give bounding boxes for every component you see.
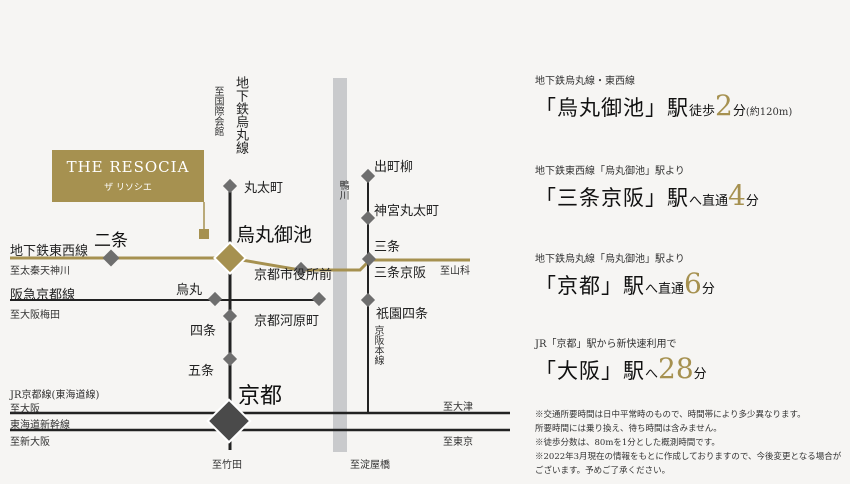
info-mode: 徒歩: [689, 104, 716, 119]
station-marutamachi: [222, 178, 238, 194]
notes: ※交通所要時間は日中平常時のもので、時間帯により多少異なります。 所要時間には乗…: [535, 408, 845, 478]
info-minutes: 4: [728, 179, 746, 212]
dir-osaka-umeda: 至大阪梅田: [10, 310, 60, 321]
dir-kokusai-kaikan: 至国際会館: [212, 86, 223, 136]
label-kawaramachi: 京都河原町: [254, 314, 320, 329]
info-mode: へ直通: [689, 194, 729, 209]
note-line: 所要時間には乗り換え、待ち時間は含みません。: [535, 424, 722, 434]
label-shijo: 四条: [190, 324, 217, 339]
label-kyoto: 京都: [238, 384, 283, 409]
dir-tenjingawa: 至太秦天神川: [10, 266, 70, 277]
info-block-1: 地下鉄烏丸線・東西線 「烏丸御池」駅徒歩2分(約120m): [535, 72, 845, 162]
label-demachiyanagi: 出町柳: [374, 160, 414, 175]
label-karasuma: 烏丸: [176, 283, 203, 298]
logo-kana: ザ リソシエ: [104, 183, 152, 193]
info-mode: へ: [645, 367, 659, 382]
logo-name: THE RESOCIA: [66, 158, 190, 176]
label-jingu-marutamachi: 神宮丸太町: [374, 204, 440, 219]
line-shinkansen-label: 東海道新幹線: [10, 420, 70, 431]
station-shiyakusho: [293, 261, 309, 277]
property-logo: THE RESOCIA ザ リソシエ: [52, 150, 204, 202]
info-head: JR「京都」駅から新快速利用で: [535, 339, 677, 350]
info-minutes: 2: [715, 89, 733, 122]
dir-takeda: 至竹田: [212, 460, 242, 471]
info-extra: (約120m): [745, 107, 793, 118]
info-station: 「烏丸御池」駅: [535, 96, 689, 120]
access-info: 地下鉄烏丸線・東西線 「烏丸御池」駅徒歩2分(約120m) 地下鉄東西線「烏丸御…: [535, 72, 845, 405]
kamogawa-river: [333, 78, 347, 452]
label-shiyakusho: 京都市役所前: [254, 268, 333, 283]
station-jingu-marutamachi: [360, 210, 376, 226]
property-marker: [199, 229, 209, 239]
label-marutamachi: 丸太町: [244, 181, 284, 196]
note-line: ※徒歩分数は、80mを1分とした概測時間です。: [535, 438, 720, 448]
label-nijo: 二条: [94, 231, 128, 251]
info-station: 「大阪」駅: [535, 359, 645, 383]
dir-tokyo: 至東京: [443, 437, 473, 448]
info-head: 地下鉄東西線「烏丸御池」駅より: [535, 166, 685, 177]
station-demachiyanagi: [360, 168, 376, 184]
line-tozai-label: 地下鉄東西線: [10, 244, 89, 259]
info-unit: 分: [732, 104, 746, 119]
dir-shin-osaka: 至新大阪: [10, 437, 50, 448]
station-kawaramachi: [311, 291, 327, 307]
station-karasuma-oike: [213, 241, 247, 275]
info-minutes: 6: [684, 267, 702, 300]
info-station: 「三条京阪」駅: [535, 186, 689, 210]
station-gojo: [222, 351, 238, 367]
station-nijo: [102, 249, 120, 267]
info-head: 地下鉄烏丸線「烏丸御池」駅より: [535, 254, 685, 265]
info-block-3: 地下鉄烏丸線「烏丸御池」駅より 「京都」駅へ直通6分: [535, 250, 845, 335]
info-block-2: 地下鉄東西線「烏丸御池」駅より 「三条京阪」駅へ直通4分: [535, 162, 845, 250]
dir-otsu: 至大津: [443, 402, 473, 413]
station-sanjo: [361, 251, 377, 267]
line-hankyu-label: 阪急京都線: [10, 288, 76, 303]
note-line: ※2022年3月現在の情報をもとに作成しておりますので、今後変更となる場合がござ…: [535, 452, 842, 476]
route-map: [10, 78, 510, 452]
label-karasuma-oike: 烏丸御池: [236, 224, 313, 246]
info-mode: へ直通: [645, 282, 685, 297]
label-sanjo-keihan: 三条京阪: [374, 266, 427, 281]
station-gion-shijo: [360, 292, 376, 308]
note-line: ※交通所要時間は日中平常時のもので、時間帯により多少異なります。: [535, 410, 806, 420]
info-unit: 分: [745, 194, 759, 209]
kamogawa-label: 鴨川: [337, 180, 348, 200]
label-gojo: 五条: [188, 364, 215, 379]
info-block-4: JR「京都」駅から新快速利用で 「大阪」駅へ28分: [535, 335, 845, 405]
station-karasuma: [207, 291, 223, 307]
line-keihan-label: 京阪本線: [372, 325, 383, 365]
dir-osaka: 至大阪: [10, 404, 40, 415]
info-unit: 分: [693, 367, 707, 382]
station-kyoto: [206, 398, 252, 444]
info-unit: 分: [701, 282, 715, 297]
info-station: 「京都」駅: [535, 274, 645, 298]
dir-yamashina: 至山科: [440, 266, 470, 277]
station-shijo: [222, 308, 238, 324]
info-minutes: 28: [658, 352, 694, 385]
line-karasuma-label: 地下鉄烏丸線: [233, 76, 248, 154]
label-gion-shijo: 祇園四条: [376, 307, 429, 322]
tozai-line: [10, 256, 470, 272]
line-jr-kyoto-label: JR京都線(東海道線): [10, 390, 100, 401]
info-head: 地下鉄烏丸線・東西線: [535, 76, 635, 87]
dir-yodoyabashi: 至淀屋橋: [350, 460, 390, 471]
label-sanjo: 三条: [374, 240, 401, 255]
